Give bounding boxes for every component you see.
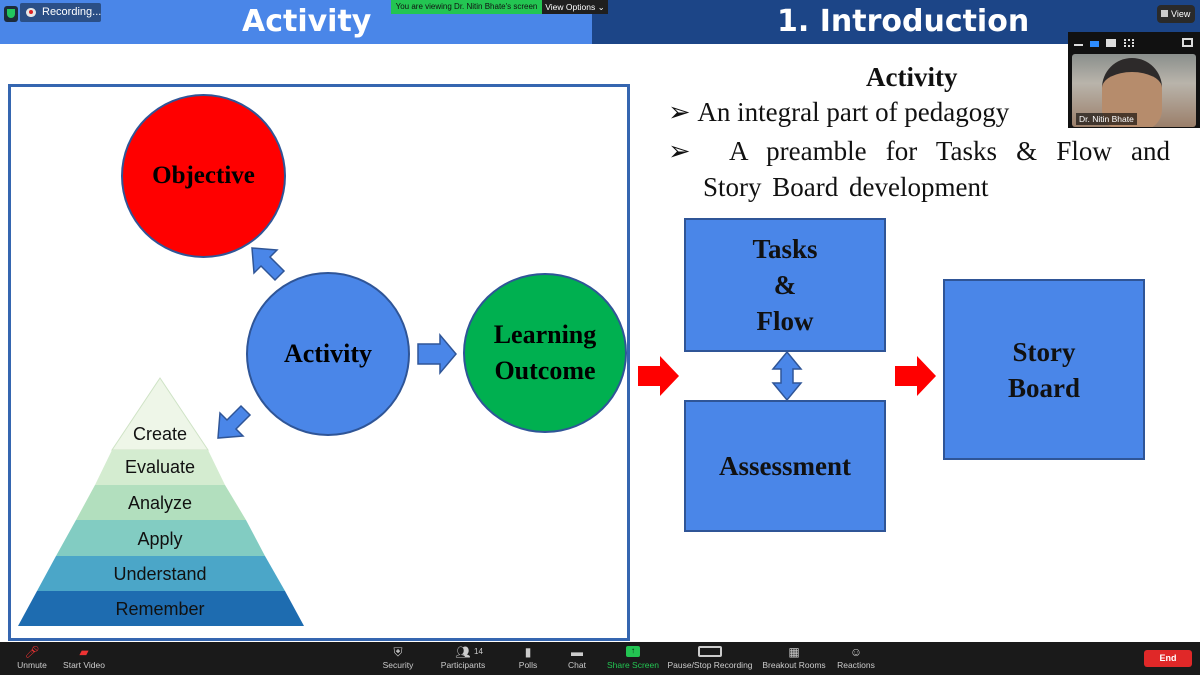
tasks-flow-box: Tasks & Flow xyxy=(684,218,886,352)
end-meeting-button[interactable]: End xyxy=(1144,650,1192,667)
recording-label: Recording... xyxy=(42,6,102,18)
muted-mic-icon[interactable]: 🎤︎ xyxy=(24,645,40,659)
pyramid-label-evaluate: Evaluate xyxy=(124,457,196,477)
pyramid-label-understand: Understand xyxy=(113,564,207,584)
activity-diagram-frame xyxy=(8,84,630,641)
pyramid-level-analyze xyxy=(76,485,246,520)
cloud-record-icon xyxy=(26,8,36,17)
start-video-button[interactable]: Start Video xyxy=(63,660,105,670)
recording-indicator[interactable]: Recording... xyxy=(20,3,101,22)
chat-icon[interactable]: ▬ xyxy=(571,645,583,659)
pyramid-level-remember xyxy=(18,591,304,626)
flow-text: Flow xyxy=(756,306,814,336)
polls-button[interactable]: Polls xyxy=(518,660,538,670)
expand-icon[interactable] xyxy=(1182,38,1193,47)
pyramid-label-remember: Remember xyxy=(115,599,205,619)
security-button[interactable]: Security xyxy=(382,660,414,670)
security-icon[interactable]: ⛨ xyxy=(393,645,403,659)
security-shield-icon[interactable] xyxy=(4,6,18,22)
share-screen-button[interactable]: Share Screen xyxy=(607,660,659,670)
share-screen-icon[interactable]: ↑ xyxy=(626,646,640,657)
pause-recording-icon[interactable] xyxy=(698,646,722,657)
view-button[interactable]: View xyxy=(1157,5,1195,23)
participants-icon[interactable]: 👥︎ xyxy=(455,645,471,659)
pyramid-label-analyze: Analyze xyxy=(127,493,193,513)
bullet-2-text: A preamble for Tasks & Flow and Story Bo… xyxy=(703,136,1170,202)
participant-video: Dr. Nitin Bhate xyxy=(1072,54,1196,127)
single-view-icon[interactable] xyxy=(1090,41,1099,47)
diagram-shapes xyxy=(18,247,936,626)
objective-circle: Objective xyxy=(121,94,286,258)
reactions-button[interactable]: Reactions xyxy=(837,660,875,670)
story-board-box: Story Board xyxy=(943,279,1145,460)
chat-button[interactable]: Chat xyxy=(568,660,586,670)
breakout-rooms-button[interactable]: Breakout Rooms xyxy=(762,660,826,670)
pyramid-label-create: Create xyxy=(132,424,188,444)
speaker-view-icon[interactable] xyxy=(1106,39,1116,47)
pyramid-level-evaluate xyxy=(95,450,225,485)
pause-stop-recording-button[interactable]: Pause/Stop Recording xyxy=(667,660,753,670)
arrow-right-icon xyxy=(417,332,457,376)
arrow-down-left-icon xyxy=(217,404,252,439)
arrow-up-left-icon xyxy=(251,247,286,282)
grid-icon xyxy=(1161,10,1168,17)
reactions-icon[interactable]: ☺ xyxy=(849,645,863,659)
assessment-box: Assessment xyxy=(684,400,886,532)
minimize-icon[interactable] xyxy=(1074,44,1083,46)
story-text: Story xyxy=(1012,336,1076,367)
bullet-1: ➢ An integral part of pedagogy xyxy=(668,97,1010,127)
activity-circle: Activity xyxy=(246,272,410,436)
unmute-button[interactable]: Unmute xyxy=(17,660,47,670)
pyramid-level-apply xyxy=(56,520,265,556)
video-off-icon[interactable]: ▰ xyxy=(79,645,89,659)
learning-outcome-circle: Learning Outcome xyxy=(463,273,627,433)
red-arrow-1-icon xyxy=(638,356,679,396)
polls-icon[interactable]: ▮ xyxy=(524,645,532,659)
blooms-pyramid xyxy=(18,377,304,626)
pyramid-level-understand xyxy=(37,556,285,591)
view-options-button[interactable]: View Options ⌄ xyxy=(542,0,608,14)
slide-right-title: 1. Introduction xyxy=(777,4,1030,39)
participant-name: Dr. Nitin Bhate xyxy=(1076,113,1137,125)
meeting-toolbar: 🎤︎ Unmute ▰ Start Video ⛨ Security 👥︎ 14… xyxy=(0,642,1200,675)
video-panel[interactable]: Dr. Nitin Bhate xyxy=(1068,32,1200,128)
gallery-view-icon[interactable] xyxy=(1124,39,1134,47)
pyramid-label-apply: Apply xyxy=(137,529,183,549)
bullet-2: ➢ A preamble for Tasks & Flow and Story … xyxy=(668,136,1170,202)
participants-button[interactable]: Participants xyxy=(440,660,486,670)
participant-count: 14 xyxy=(474,647,483,656)
viewing-banner: You are viewing Dr. Nitin Bhate's screen xyxy=(391,0,542,14)
board-text: Board xyxy=(1007,372,1080,403)
slide-left-title: Activity xyxy=(242,4,372,39)
bullet-1-text: An integral part of pedagogy xyxy=(697,97,1010,127)
tasks-text: Tasks xyxy=(752,234,818,264)
double-arrow-vertical-icon xyxy=(771,350,803,402)
red-arrow-2-icon xyxy=(895,356,936,396)
ampersand-text: & xyxy=(773,270,797,300)
view-label: View xyxy=(1171,9,1191,19)
activity-subheading: Activity xyxy=(866,62,958,92)
breakout-rooms-icon[interactable]: ▦ xyxy=(788,645,800,659)
